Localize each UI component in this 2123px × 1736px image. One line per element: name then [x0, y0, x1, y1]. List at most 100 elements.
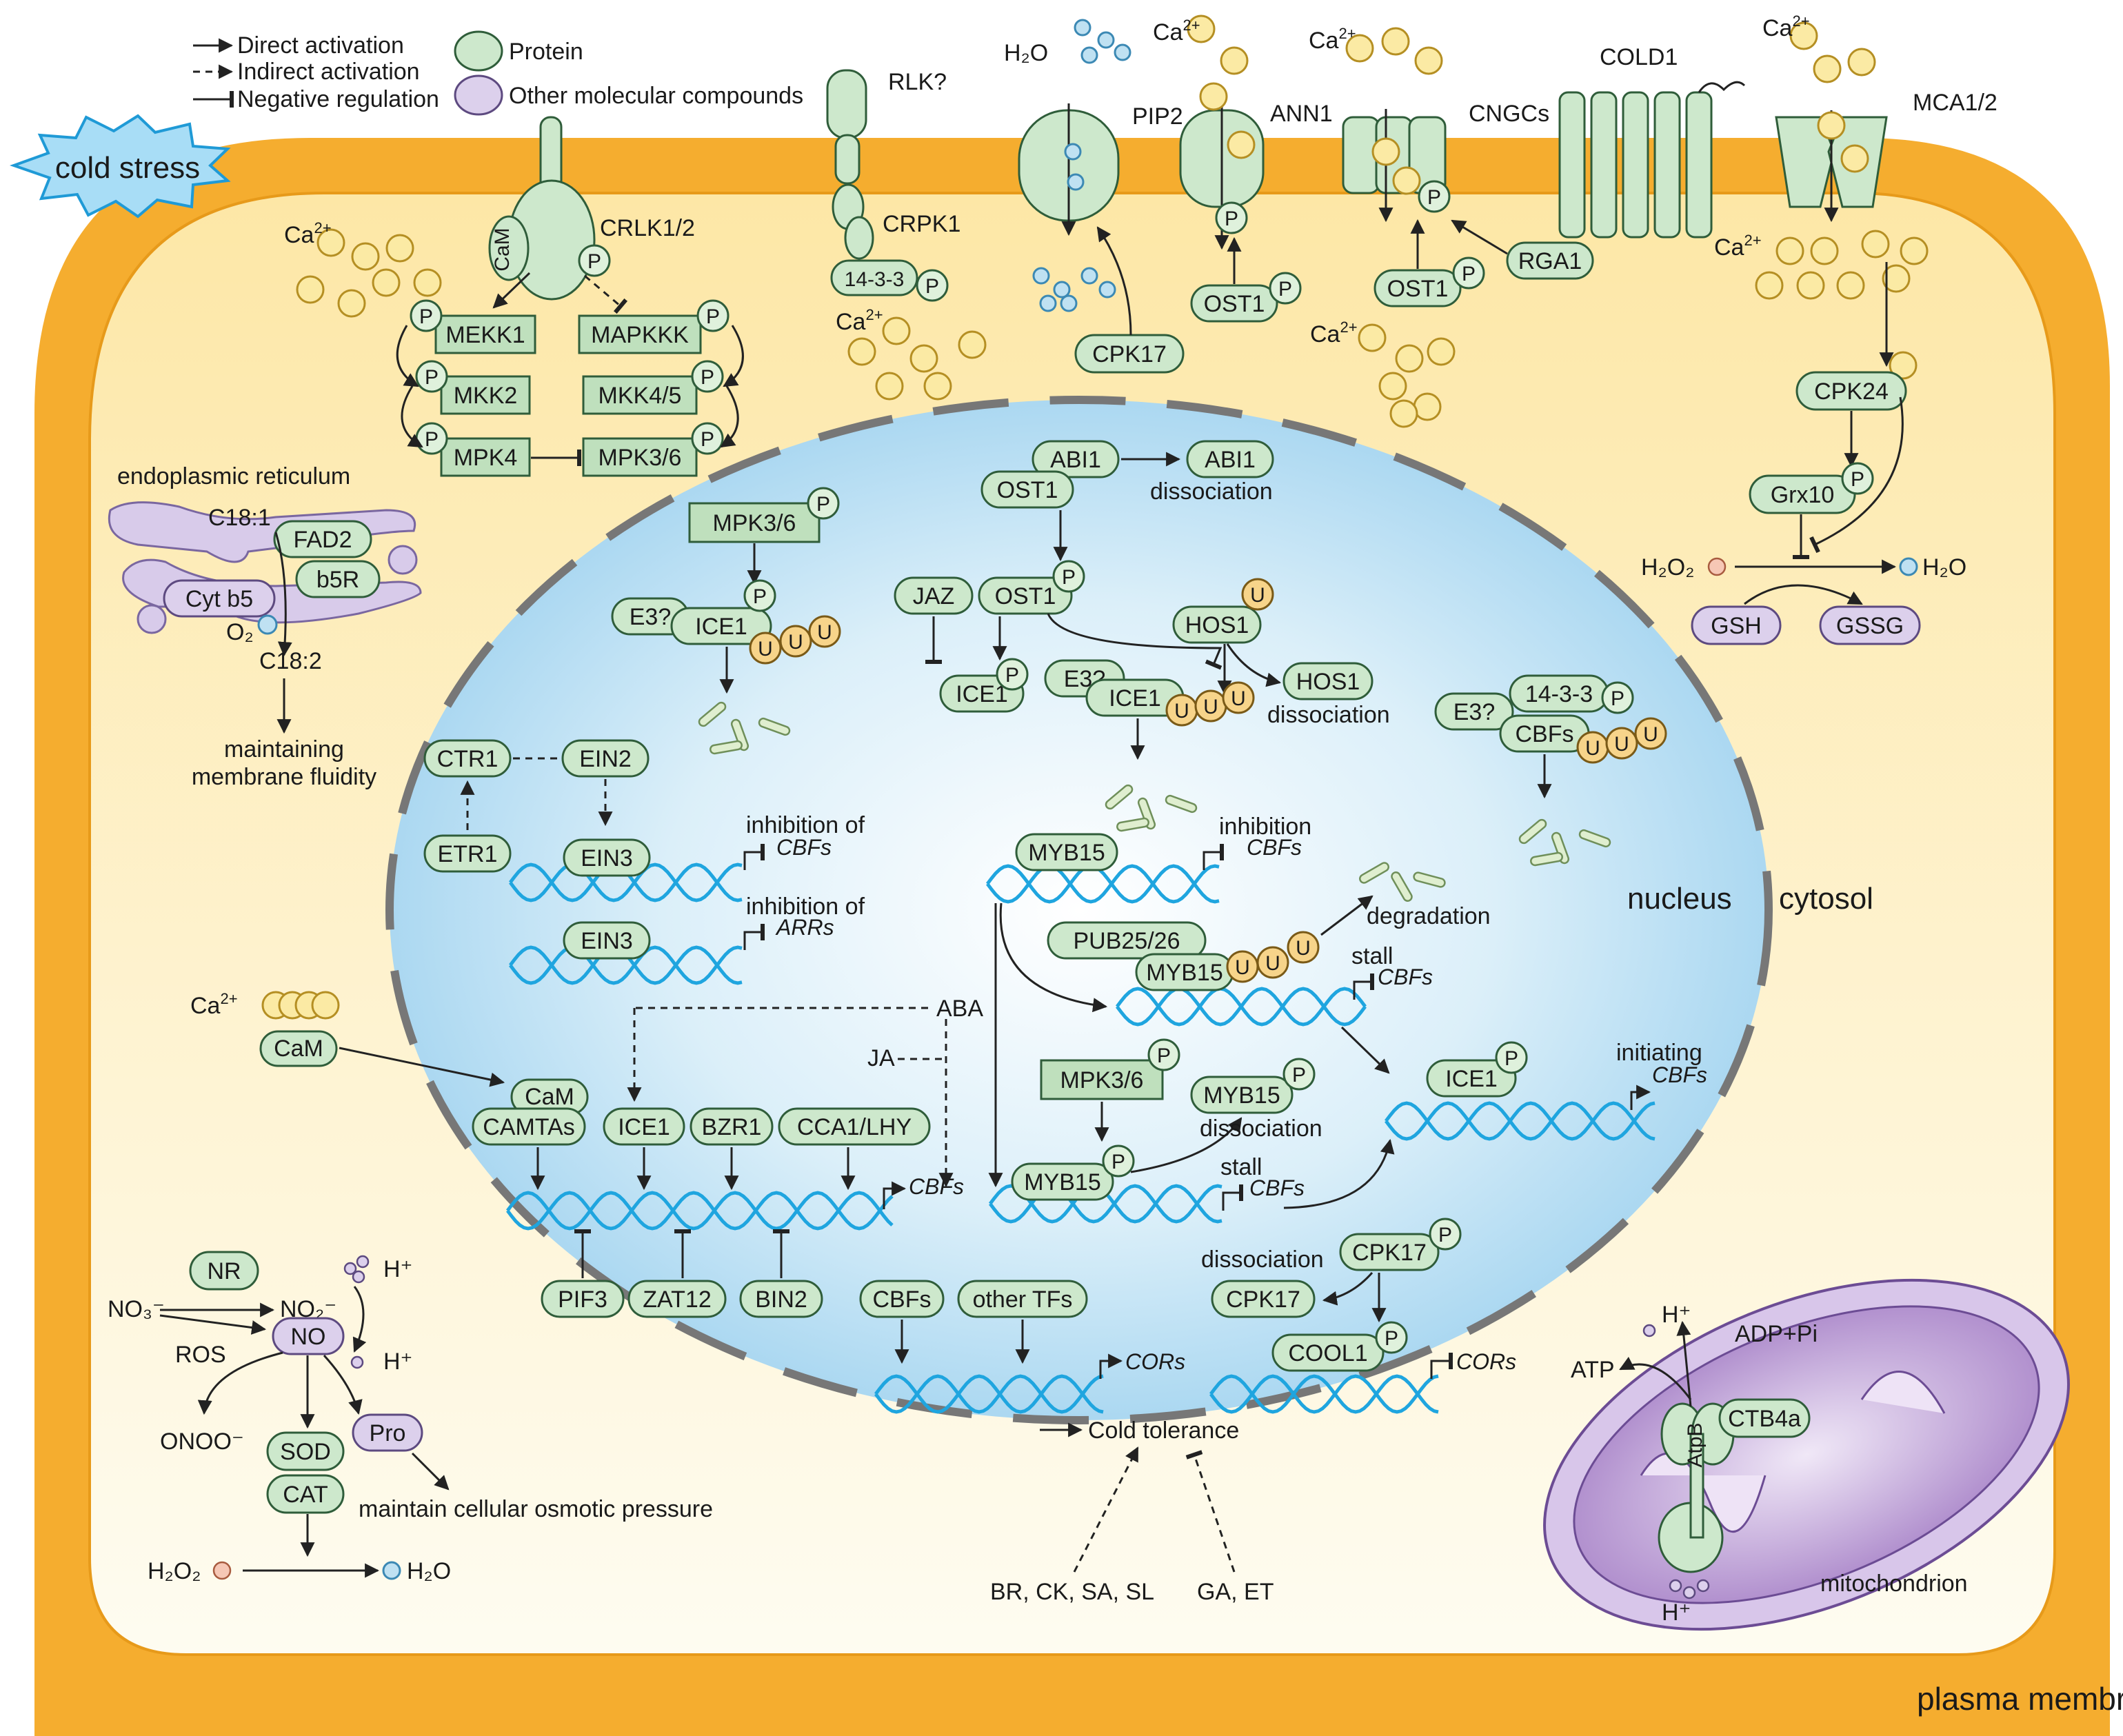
svg-text:U: U: [1614, 733, 1629, 756]
calcium-ion: [923, 372, 952, 401]
calcium-ion: [1789, 21, 1818, 50]
inh-cbfs-1: inhibition of: [746, 812, 865, 838]
cam-cyt: CaM: [274, 1036, 323, 1062]
rlk-label: RLK?: [888, 69, 947, 95]
inh-arrs-1: inhibition of: [746, 894, 865, 920]
endoplasmic-reticulum: endoplasmic reticulum C18:1 FAD2 b5R Cyt…: [108, 463, 422, 790]
ein3-a: EIN3: [581, 845, 633, 871]
calcium-ion: [1427, 337, 1456, 366]
dna-strand: [874, 1374, 1104, 1414]
etr1: ETR1: [438, 841, 498, 867]
ca-label-8: Ca2+: [190, 990, 238, 1019]
fragment: [710, 740, 743, 755]
atp: ATP: [1571, 1357, 1615, 1383]
calcium-ion: [882, 316, 911, 345]
cca1: CCA1/LHY: [797, 1114, 912, 1140]
ca-label-7: Ca2+: [1714, 232, 1762, 261]
stall-2: stall: [1220, 1154, 1262, 1180]
myb15-p: MYB15: [1024, 1169, 1101, 1195]
dna-strand: [874, 1374, 1104, 1414]
fluidity-2: membrane fluidity: [192, 764, 376, 790]
compound-swatch: [454, 74, 503, 116]
fragment: [1578, 829, 1611, 848]
rga1-label: RGA1: [1518, 248, 1582, 274]
fragment: [758, 717, 791, 736]
dna-strand: [1209, 1374, 1439, 1414]
tolerance: Cold tolerance: [1088, 1417, 1239, 1444]
negative-hormones: GA, ET: [1197, 1579, 1274, 1605]
grx10: Grx10: [1771, 482, 1835, 508]
calcium-ion: [385, 234, 414, 263]
legend-negative: Negative regulation: [237, 86, 439, 112]
ethylene-module: CTR1 EIN2 ETR1 EIN3 EIN3 inhibition of C…: [423, 739, 865, 960]
ice1-cbf: ICE1: [618, 1114, 670, 1140]
h2o-grx: H₂O: [1922, 554, 1966, 581]
cat: CAT: [283, 1482, 328, 1508]
water-molecule: [1053, 281, 1071, 299]
cool1: COOL1: [1288, 1340, 1367, 1366]
cbfs-promoter: CBFs: [909, 1174, 964, 1199]
ca-labels: Ca2+ Ca2+ Ca2+ Ca2+ Ca2+ Ca2+ Ca2+ Ca2+: [190, 12, 1810, 1019]
cold1-protein: COLD1 RGA1: [1506, 44, 1746, 280]
fragment: [1359, 862, 1389, 884]
calcium-ion: [311, 991, 340, 1020]
legend-indirect: Indirect activation: [237, 59, 420, 85]
fragment: [1391, 871, 1413, 902]
fragment: [730, 718, 749, 751]
svg-text:P: P: [701, 428, 714, 451]
calcium-ion: [1755, 271, 1784, 300]
cbf-promoter-module: CaM CaM CAMTAs ICE1 BZR1 CCA1/LHY CBFs A…: [259, 996, 983, 1318]
ost1-active: OST1: [995, 583, 1056, 609]
calcium-ion: [875, 372, 904, 401]
calcium-ion: [1378, 372, 1407, 401]
fragment: [1137, 797, 1156, 830]
water-molecule: [1032, 267, 1050, 285]
cpk-dissoc: dissociation: [1201, 1247, 1324, 1273]
water-molecule: [1039, 294, 1057, 312]
svg-text:P: P: [1062, 566, 1076, 589]
ja: JA: [867, 1045, 895, 1071]
cbfs-cor: CBFs: [873, 1286, 932, 1313]
svg-text:P: P: [753, 585, 767, 608]
svg-text:U: U: [1203, 696, 1218, 718]
inh-cbfs-2: CBFs: [776, 835, 832, 860]
calcium-ion: [1381, 27, 1410, 56]
e3-cbfs: E3?: [1453, 699, 1496, 725]
myb15-free: MYB15: [1203, 1082, 1280, 1109]
mitochondrion: AtpB CTB4a ATP ADP+Pi H⁺ H⁺ mitochondrio…: [1543, 1278, 2070, 1631]
c181: C18:1: [208, 505, 271, 531]
water-molecule: [1114, 43, 1131, 61]
fragment: [1165, 794, 1198, 814]
ost1-ann1: OST1: [1204, 291, 1265, 317]
calcium-ion: [1395, 344, 1424, 373]
mkk2: MKK2: [454, 383, 518, 409]
mca-channel: MCA1/2: [1775, 90, 1998, 223]
positive-hormones: BR, CK, SA, SL: [990, 1579, 1154, 1605]
svg-text:P: P: [425, 366, 439, 389]
cam-nuc: CaM: [525, 1084, 574, 1110]
svg-text:U: U: [1174, 700, 1189, 723]
dna-strand: [509, 862, 743, 902]
mpk36-ice1-module: MPK3/6 P E3? ICE1 P U U U: [611, 487, 841, 694]
abi1-dissoc: dissociation: [1150, 478, 1273, 505]
ca-label-5: Ca2+: [1310, 319, 1358, 347]
svg-text:U: U: [1231, 687, 1246, 710]
svg-text:P: P: [1157, 1044, 1171, 1067]
svg-text:P: P: [701, 366, 714, 389]
svg-text:U: U: [1643, 723, 1658, 746]
er-label: endoplasmic reticulum: [117, 463, 350, 489]
cpk17-p: CPK17: [1352, 1240, 1427, 1266]
calcium-ion: [1813, 54, 1842, 83]
hplus-mito-top: H⁺: [1662, 1302, 1691, 1328]
mpk36-nuc: MPK3/6: [713, 510, 796, 536]
cold-stress-label: cold stress: [55, 151, 200, 185]
fragment: [1413, 871, 1446, 888]
water-molecule: [1064, 143, 1082, 161]
inh-myb: inhibition: [1219, 814, 1311, 840]
adp: ADP+Pi: [1735, 1321, 1818, 1347]
svg-text:P: P: [425, 428, 439, 451]
svg-text:P: P: [419, 305, 433, 328]
fragment: [1551, 831, 1570, 865]
svg-text:U: U: [1265, 952, 1280, 975]
calcium-ion: [1358, 323, 1387, 352]
